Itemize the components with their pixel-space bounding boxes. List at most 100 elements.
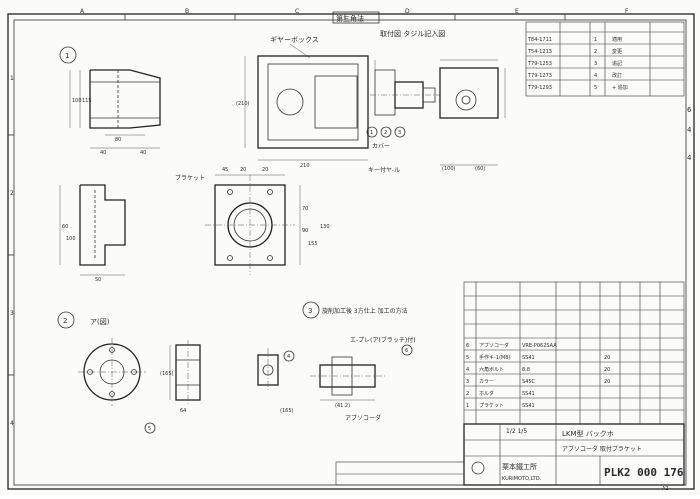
outer-border [7, 13, 695, 490]
dim-64: (165) [160, 371, 173, 377]
margin-mark-3: 4 [687, 154, 692, 162]
dim-30: 64 [180, 408, 186, 414]
note-sensor: アブソコーダ [345, 414, 381, 422]
grid-number-2: 2 [10, 190, 14, 197]
rev-row-3-id: T79-1253 [527, 61, 552, 67]
part-5-qty: 20 [604, 355, 610, 361]
part-3-spec: S45C [522, 379, 536, 385]
view-3-small-left [257, 348, 279, 392]
dim-165-paren: (165) [280, 408, 293, 414]
company-en: KURIMOTO,LTD. [502, 476, 542, 482]
callout-3: 3 [398, 130, 401, 136]
part-1-name: プラケット [479, 402, 504, 409]
part-6-name: アブソコーダ [479, 342, 509, 349]
grid-letter-e: E [515, 8, 519, 15]
note-fig2-view: ア(図) [90, 318, 110, 326]
margin-mark-2: 4 [687, 126, 692, 134]
dim-70: 70 [302, 206, 308, 212]
title-block [335, 423, 685, 486]
grid-number-1: 1 [10, 75, 14, 82]
dim-60-paren: (60) [475, 166, 485, 172]
rev-row-5-no: 5 [594, 85, 597, 91]
grid-letter-f: F [625, 8, 629, 15]
section-1-circle [59, 46, 77, 64]
rev-row-2-no: 2 [594, 49, 597, 55]
grid-letter-a: A [80, 8, 85, 15]
callout-5: 5 [148, 426, 151, 432]
title-scale: 1/2 1/5 [506, 428, 527, 435]
dim-100b: 100 [66, 236, 76, 242]
sheet-size: A2 [662, 486, 669, 492]
dim-40a: 40 [100, 150, 106, 156]
grid-number-4: 4 [10, 420, 14, 427]
parts-list-grid [463, 281, 685, 425]
note-fig3-sub: エ-プレ(ア(ブラッチ)付) [350, 336, 416, 344]
revision-table [525, 21, 685, 97]
dim-41-2: (41.2) [335, 403, 350, 409]
dim-210: 210 [300, 163, 310, 169]
rev-row-2-id: T54-1213 [527, 49, 552, 55]
callout-1: 1 [370, 130, 373, 136]
grid-number-3: 3 [10, 310, 14, 317]
rev-row-4-note: 改訂 [612, 72, 622, 79]
projection-label: 第三角法 [336, 14, 364, 23]
rev-row-3-no: 3 [594, 61, 597, 67]
part-3-no: 3 [466, 379, 469, 385]
view-1-bracket-left [59, 184, 126, 276]
title-part: アブソコーダ 取付ブラケット [562, 445, 642, 453]
section-2-circle [57, 311, 75, 329]
callout-2: 2 [384, 130, 387, 136]
rev-row-1-note: 適用 [612, 36, 622, 43]
note-bracket-top: ブラケット [175, 174, 205, 182]
dim-60: 60 [62, 224, 68, 230]
grid-letter-c: C [295, 8, 299, 15]
rev-row-5-id: T79-1293 [527, 85, 552, 91]
note-install: 取付図 タジル記入図 [380, 29, 445, 38]
dim-100-paren: (100) [442, 166, 455, 172]
section-1-number: 1 [65, 52, 69, 60]
view-3-assembly [310, 356, 385, 401]
part-4-no: 4 [466, 367, 469, 373]
drawing-number: PLK2 000 176 [604, 466, 684, 479]
part-1-no: 1 [466, 403, 469, 409]
dim-210-paren: (210) [236, 101, 249, 107]
section-2-number: 2 [63, 317, 67, 325]
dim-20b: 20 [262, 167, 268, 173]
view-1-gearbox [244, 55, 369, 161]
rev-row-3-note: 追記 [612, 60, 622, 67]
callout-4: 4 [287, 354, 290, 360]
part-1-spec: SS41 [522, 403, 535, 409]
callout-4-circle [283, 350, 295, 362]
part-4-qty: 20 [604, 367, 610, 373]
part-5-name: 手作キ-1(M8) [479, 354, 510, 361]
part-5-spec: SS41 [522, 355, 535, 361]
dim-20a: 20 [240, 167, 246, 173]
section-3-number: 3 [308, 307, 312, 315]
part-2-spec: SS41 [522, 391, 535, 397]
part-6-spec: VRE-P062SAA [522, 343, 557, 349]
part-4-spec: 8.8 [522, 367, 530, 373]
note-gearbox: ギヤーボックス [270, 36, 319, 44]
dim-45: 45 [222, 167, 228, 173]
view-1-right [439, 59, 506, 166]
rev-row-4-id: T79-1273 [527, 73, 552, 79]
rev-row-1-id: T84-1711 [527, 37, 552, 43]
note-shaft: キー付ヤ-ル [368, 166, 400, 174]
part-5-no: 5 [466, 355, 469, 361]
rev-row-1-no: 1 [594, 37, 597, 43]
projection-box [332, 11, 380, 24]
section-3-circle [302, 301, 320, 319]
dim-80: 80 [115, 137, 121, 143]
title-product: LKM型 バックホ [562, 429, 614, 438]
rev-row-2-note: 変更 [612, 48, 622, 55]
part-6-no: 6 [466, 343, 469, 349]
rev-row-5-note: + 追加 [612, 84, 628, 91]
grid-letter-b: B [185, 8, 189, 15]
margin-mark-1: 6 [687, 106, 692, 114]
callout-6: 6 [405, 348, 408, 354]
part-2-name: ホルダ [479, 390, 494, 397]
view-2-section [169, 340, 201, 405]
view-2-flange [78, 338, 146, 406]
